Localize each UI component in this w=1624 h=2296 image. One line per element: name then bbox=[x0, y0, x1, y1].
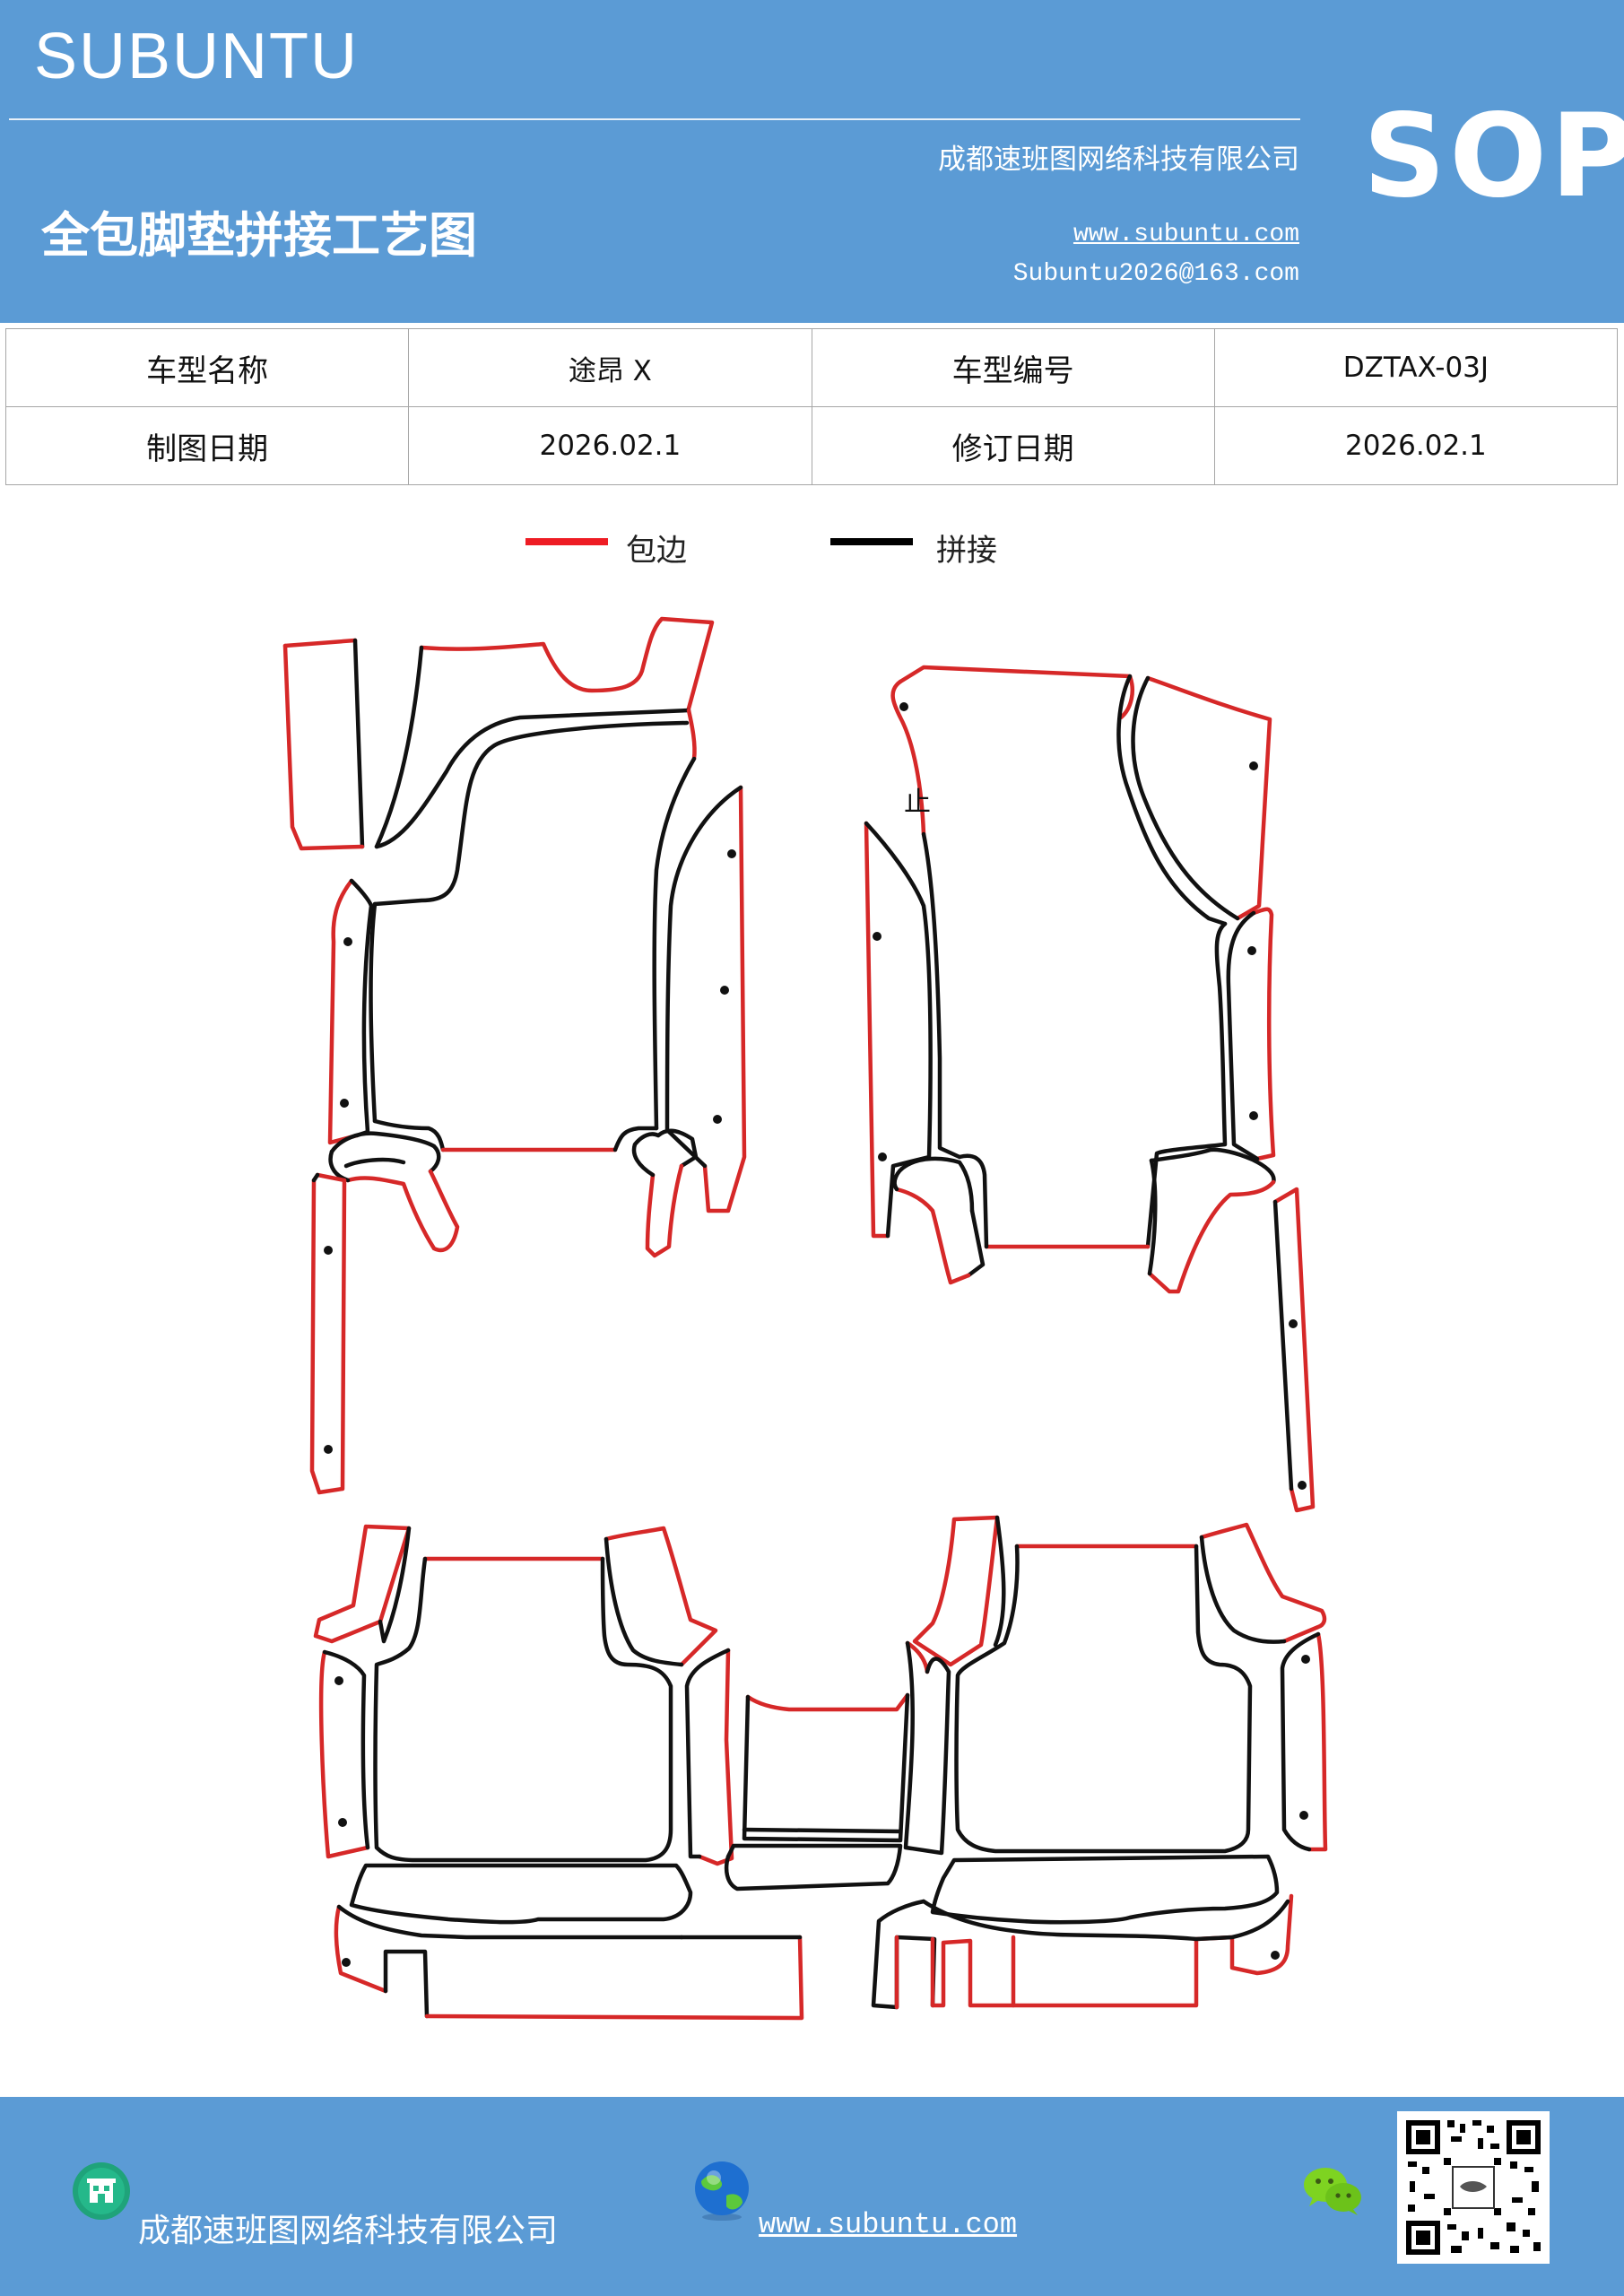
legend-label-seam: 拼接 bbox=[936, 533, 997, 569]
wechat-icon bbox=[1302, 2163, 1365, 2222]
table-cell: 车型编号 bbox=[811, 328, 1215, 407]
front-right-mat-group bbox=[864, 665, 1316, 1513]
reference-dots bbox=[324, 702, 1310, 1967]
rear-left-mat-group bbox=[313, 1524, 804, 2021]
legend: 包边 拼接 bbox=[0, 526, 1624, 570]
table-cell: 制图日期 bbox=[4, 406, 410, 485]
rear-right-mat-group bbox=[871, 1515, 1328, 2010]
table-row: 车型名称 途昂 X 车型编号 DZTAX-03J bbox=[4, 328, 1619, 407]
legend-swatch-edge bbox=[525, 538, 608, 545]
company-name: 成都速班图网络科技有限公司 bbox=[938, 144, 1299, 176]
table-cell: 2026.02.1 bbox=[1213, 406, 1619, 485]
table-cell: 途昂 X bbox=[408, 328, 812, 407]
brand-name: SUBUNTU bbox=[34, 21, 360, 92]
building-icon bbox=[72, 2161, 131, 2225]
table-cell: 修订日期 bbox=[811, 406, 1215, 485]
rear-center-mat-group bbox=[724, 1692, 910, 1892]
globe-icon bbox=[690, 2160, 753, 2227]
legend-label-edge: 包边 bbox=[626, 533, 687, 569]
legend-swatch-seam bbox=[830, 538, 913, 545]
table-cell: DZTAX-03J bbox=[1213, 328, 1619, 407]
footer-banner: 成都速班图网络科技有限公司 www.subuntu.com bbox=[0, 2097, 1624, 2296]
stop-mark: 止 bbox=[904, 787, 931, 818]
table-cell: 2026.02.1 bbox=[408, 406, 812, 485]
header-divider bbox=[9, 118, 1300, 120]
email-address: Subuntu2026@163.com bbox=[1012, 260, 1299, 288]
front-left-mat-group bbox=[282, 616, 747, 1495]
sop-badge: SOP bbox=[1363, 90, 1624, 223]
footer-company-name: 成都速班图网络科技有限公司 bbox=[138, 2213, 559, 2249]
website-link[interactable]: www.subuntu.com bbox=[1073, 221, 1299, 248]
footer-website-link[interactable]: www.subuntu.com bbox=[759, 2208, 1018, 2241]
table-row: 制图日期 2026.02.1 修订日期 2026.02.1 bbox=[4, 406, 1619, 485]
vehicle-info-table: 车型名称 途昂 X 车型编号 DZTAX-03J 制图日期 2026.02.1 … bbox=[4, 328, 1619, 485]
header-banner: SUBUNTU 成都速班图网络科技有限公司 全包脚垫拼接工艺图 www.subu… bbox=[0, 0, 1624, 323]
floor-mat-diagram: 止 bbox=[282, 616, 1328, 2021]
document-title: 全包脚垫拼接工艺图 bbox=[41, 207, 477, 264]
qr-code[interactable] bbox=[1397, 2111, 1550, 2264]
table-cell: 车型名称 bbox=[4, 328, 410, 407]
